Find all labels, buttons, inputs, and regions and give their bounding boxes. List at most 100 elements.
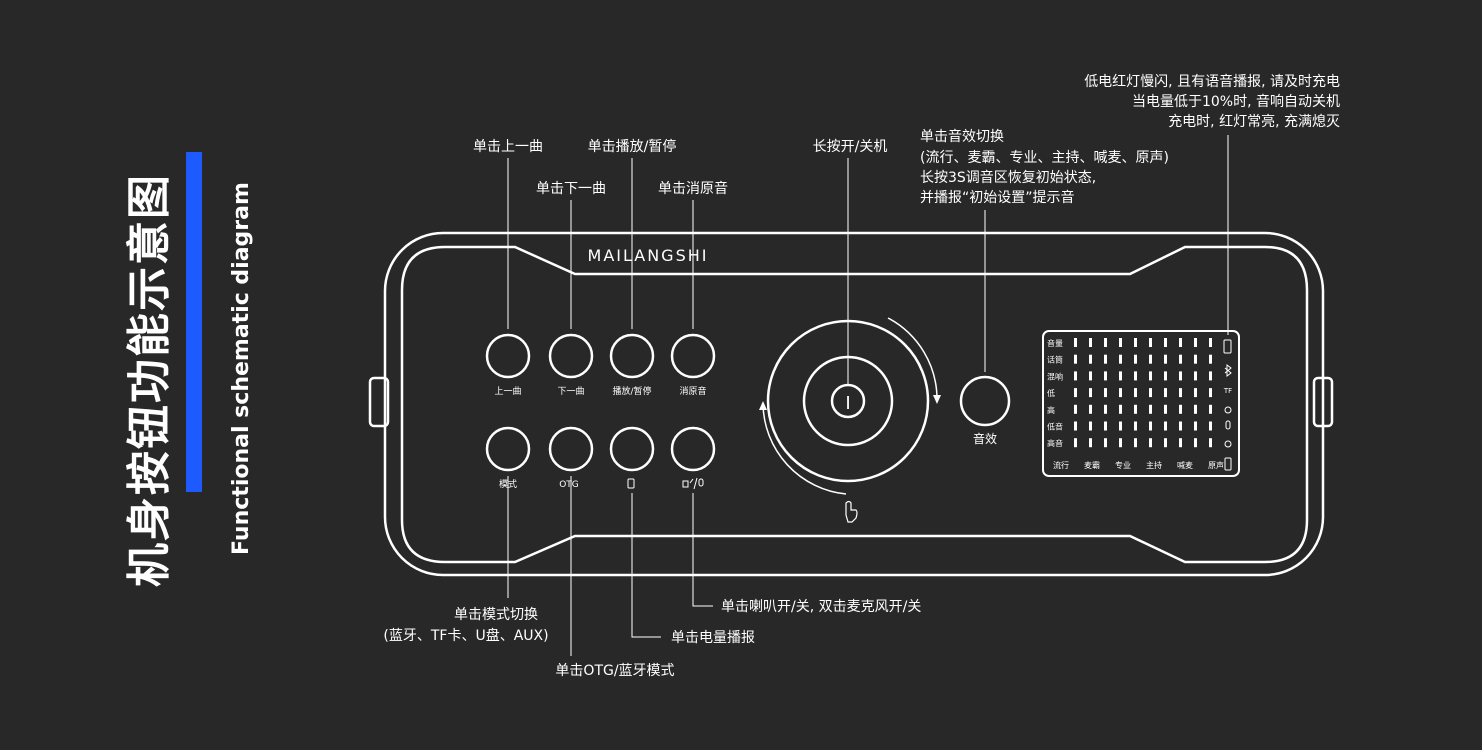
callout-battery-line3: 充电时, 红灯常亮, 充满熄灭 xyxy=(1168,113,1340,130)
display-segment xyxy=(1089,354,1092,364)
display-segment xyxy=(1179,338,1182,347)
display-segment xyxy=(1134,421,1137,431)
display-segment xyxy=(1134,371,1137,381)
callout-play: 单击播放/暂停 xyxy=(588,138,677,155)
display-segment xyxy=(1119,421,1122,431)
otg-button[interactable] xyxy=(548,426,594,472)
display-segment xyxy=(1119,354,1122,364)
mode-button[interactable] xyxy=(485,426,531,472)
display-mic-icon xyxy=(1225,420,1231,430)
display-matrix xyxy=(1074,338,1212,448)
leader-battery-report xyxy=(631,493,661,638)
display-segment xyxy=(1104,404,1107,414)
display-segment xyxy=(1089,371,1092,381)
display-mode-label: 喊麦 xyxy=(1177,460,1193,470)
callout-battery-line2: 当电量低于10%时, 音响自动关机 xyxy=(1132,93,1340,110)
display-segment xyxy=(1209,371,1212,381)
play-label: 播放/暂停 xyxy=(612,385,651,397)
display-segment xyxy=(1149,338,1152,347)
display-row-label: 混响 xyxy=(1047,371,1063,381)
vocal-remove-button[interactable] xyxy=(670,333,716,379)
callout-effect-line3: 长按3S调音区恢复初始状态, xyxy=(920,169,1096,186)
next-label: 下一曲 xyxy=(557,386,584,397)
display-segment xyxy=(1119,438,1122,448)
display-segment xyxy=(1104,438,1107,448)
display-segment xyxy=(1164,421,1167,431)
display-mode-label: 主持 xyxy=(1146,460,1162,470)
display-segment xyxy=(1089,338,1092,347)
display-segment xyxy=(1209,354,1212,364)
display-segment xyxy=(1164,371,1167,381)
effect-button[interactable] xyxy=(959,375,1011,427)
display-segment xyxy=(1209,388,1212,398)
hand-press-icon xyxy=(845,500,858,523)
display-segment xyxy=(1134,404,1137,414)
callout-next: 单击下一曲 xyxy=(536,181,606,197)
display-segment xyxy=(1134,438,1137,448)
display-segment xyxy=(1194,371,1197,381)
display-segment xyxy=(1089,438,1092,448)
display-segment xyxy=(1164,438,1167,448)
display-segment xyxy=(1179,388,1182,398)
display-segment xyxy=(1179,354,1182,364)
play-pause-button[interactable] xyxy=(609,333,655,379)
callout-effect-line4: 并播报“初始设置”提示音 xyxy=(920,189,1075,206)
display-labels: 音量话筒混响低高低音高音流行麦霸专业主持喊麦原声 xyxy=(1047,338,1224,470)
callout-prev: 单击上一曲 xyxy=(473,139,543,155)
display-segment xyxy=(1104,354,1107,364)
display-segment xyxy=(1149,404,1152,414)
display-usb-icon xyxy=(1224,406,1232,414)
display-row-label: 高 xyxy=(1047,405,1055,415)
display-segment xyxy=(1149,438,1152,448)
display-segment xyxy=(1074,338,1077,347)
display-row-label: 低音 xyxy=(1047,422,1063,432)
display-row-label: 高音 xyxy=(1047,438,1063,448)
brand-logo: MAILANGSHI xyxy=(588,246,709,265)
display-segment xyxy=(1179,371,1182,381)
display-segment xyxy=(1089,404,1092,414)
display-segment xyxy=(1134,354,1137,364)
display-segment xyxy=(1149,371,1152,381)
display-segment xyxy=(1119,338,1122,347)
device-outer-body xyxy=(383,231,1325,577)
display-segment xyxy=(1164,388,1167,398)
callout-power: 长按开/关机 xyxy=(813,139,888,155)
display-segment xyxy=(1194,388,1197,398)
title-accent-bar xyxy=(186,152,202,492)
display-battery-icon xyxy=(1223,339,1232,354)
display-segment xyxy=(1119,404,1122,414)
display-segment xyxy=(1119,371,1122,381)
right-side-handle xyxy=(1312,376,1334,428)
display-bluetooth-icon xyxy=(1224,364,1232,377)
display-segment xyxy=(1074,354,1077,364)
display-segment xyxy=(1074,421,1077,431)
display-segment xyxy=(1194,338,1197,347)
display-segment xyxy=(1149,421,1152,431)
speaker-mic-button[interactable] xyxy=(670,426,716,472)
display-aux-icon xyxy=(1224,440,1232,448)
display-mode-label: 流行 xyxy=(1053,460,1069,470)
display-mode-label: 专业 xyxy=(1115,460,1131,470)
display-segment xyxy=(1209,421,1212,431)
display-panel xyxy=(1042,330,1240,477)
display-segment xyxy=(1104,338,1107,347)
battery-report-button[interactable] xyxy=(609,426,655,472)
vocal-label: 消原音 xyxy=(679,385,706,397)
display-segment xyxy=(1089,388,1092,398)
prev-button[interactable] xyxy=(485,333,531,379)
callout-battery-line1: 低电红灯慢闪, 且有语音播报, 请及时充电 xyxy=(1084,73,1340,90)
callout-effect-line1: 单击音效切换 xyxy=(920,128,1004,145)
display-segment xyxy=(1074,371,1077,381)
display-segment xyxy=(1149,388,1152,398)
display-row-label: 低 xyxy=(1047,388,1055,398)
knob-rotate-arc-right xyxy=(887,317,938,401)
display-segment xyxy=(1104,388,1107,398)
battery-icon xyxy=(627,478,635,489)
display-segment xyxy=(1074,438,1077,448)
effect-label: 音效 xyxy=(973,431,997,446)
display-battery-low-icon xyxy=(1224,457,1232,471)
callout-mode-line2: (蓝牙、TF卡、U盘、AUX) xyxy=(383,627,548,644)
prev-label: 上一曲 xyxy=(494,386,521,397)
next-button[interactable] xyxy=(548,333,594,379)
